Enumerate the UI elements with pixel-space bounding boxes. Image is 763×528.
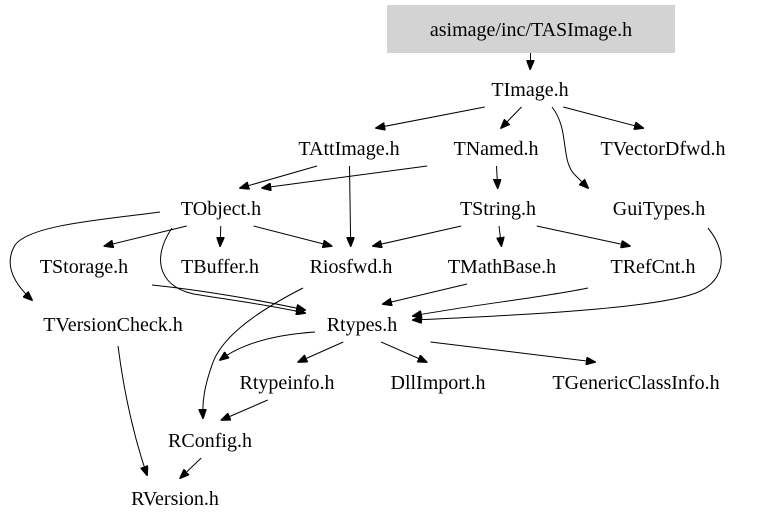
node-label: GuiTypes.h (613, 198, 705, 220)
node-Riosfwd[interactable]: Riosfwd.h (310, 256, 393, 278)
node-label: TObject.h (181, 198, 261, 220)
edge-TImage-to-GuiTypes (551, 106, 588, 188)
node-label: TImage.h (491, 79, 568, 101)
edge-TObject-to-TVersionCheck (9, 211, 161, 300)
node-label: RConfig.h (168, 430, 252, 452)
edges (9, 46, 722, 478)
node-RConfig[interactable]: RConfig.h (168, 430, 252, 452)
node-TVersionCheck[interactable]: TVersionCheck.h (43, 314, 182, 336)
node-TAttImage[interactable]: TAttImage.h (298, 138, 399, 160)
node-GuiTypes[interactable]: GuiTypes.h (613, 198, 705, 220)
node-label: TString.h (460, 198, 536, 220)
node-Rtypes[interactable]: Rtypes.h (327, 314, 398, 336)
edge-RConfig-to-RVersion (180, 457, 202, 478)
node-TVectorDfwd[interactable]: TVectorDfwd.h (601, 138, 726, 160)
edge-Rtypes-to-Rtypeinfo (298, 341, 344, 362)
node-label: TNamed.h (454, 138, 539, 160)
node-Rtypeinfo[interactable]: Rtypeinfo.h (240, 372, 335, 394)
edge-TObject-to-Rtypes (160, 227, 305, 313)
node-label: TAttImage.h (298, 138, 399, 160)
node-TNamed[interactable]: TNamed.h (454, 138, 539, 160)
edge-Rtypes-to-DllImport (380, 341, 427, 362)
edge-TAttImage-to-TObject (240, 165, 318, 188)
node-TObject[interactable]: TObject.h (181, 198, 261, 220)
edge-TNamed-to-TString (497, 165, 498, 188)
edge-TStorage-to-Rtypes (151, 284, 305, 310)
edge-TObject-to-TBuffer (220, 225, 221, 246)
edge-GuiTypes-to-Rtypes (413, 227, 722, 320)
node-label: TVersionCheck.h (43, 314, 182, 336)
root-node-box (387, 5, 675, 53)
edge-TImage-to-TAttImage (376, 106, 485, 128)
node-TString[interactable]: TString.h (460, 198, 536, 220)
edge-TRefCnt-to-Rtypes (413, 287, 589, 316)
edge-Rtypeinfo-to-RConfig (222, 399, 268, 420)
node-label: TGenericClassInfo.h (552, 372, 719, 394)
edge-TString-to-Riosfwd (373, 225, 462, 246)
edge-TObject-to-Riosfwd (253, 225, 332, 246)
node-TBuffer[interactable]: TBuffer.h (181, 256, 259, 278)
edge-Rtypes-to-TGenericClassInfo (430, 341, 595, 362)
node-TMathBase[interactable]: TMathBase.h (448, 256, 556, 278)
node-label: TMathBase.h (448, 256, 556, 278)
node-label: TRefCnt.h (611, 256, 696, 278)
edge-TVersionCheck-to-RVersion (117, 345, 147, 475)
node-DllImport[interactable]: DllImport.h (391, 372, 486, 394)
node-TASImage[interactable]: asimage/inc/TASImage.h (387, 5, 675, 53)
edge-Riosfwd-to-RConfig (203, 287, 304, 418)
edge-TImage-to-TVectorDfwd (563, 106, 643, 128)
node-label: asimage/inc/TASImage.h (430, 19, 632, 41)
node-label: Rtypes.h (327, 314, 398, 336)
edge-TAttImage-to-Riosfwd (350, 165, 351, 246)
node-label: TVectorDfwd.h (601, 138, 726, 160)
node-TImage[interactable]: TImage.h (491, 79, 568, 101)
node-RVersion[interactable]: RVersion.h (131, 488, 219, 510)
node-TRefCnt[interactable]: TRefCnt.h (611, 256, 696, 278)
node-label: Riosfwd.h (310, 256, 393, 278)
edge-TObject-to-TStorage (105, 225, 187, 246)
edge-TString-to-TMathBase (499, 225, 501, 246)
edge-TString-to-TRefCnt (536, 225, 630, 246)
node-label: TBuffer.h (181, 256, 259, 278)
edge-TImage-to-TNamed (501, 106, 522, 128)
node-TGenericClassInfo[interactable]: TGenericClassInfo.h (552, 372, 719, 394)
node-label: Rtypeinfo.h (240, 372, 335, 394)
edge-TNamed-to-TObject (262, 165, 428, 188)
node-label: DllImport.h (391, 372, 486, 394)
nodes: asimage/inc/TASImage.hTImage.hTAttImage.… (40, 5, 726, 510)
edge-Rtypes-to-RConfig (220, 331, 316, 360)
node-TStorage[interactable]: TStorage.h (40, 256, 128, 278)
node-label: TStorage.h (40, 256, 128, 278)
node-label: RVersion.h (131, 488, 219, 510)
edge-TMathBase-to-Rtypes (383, 283, 468, 304)
